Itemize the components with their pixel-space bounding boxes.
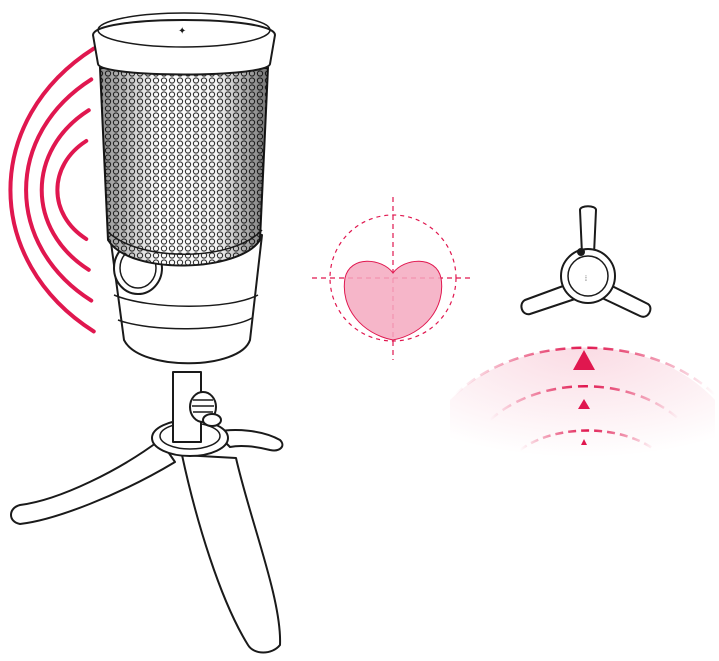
sound-wave-arc bbox=[24, 77, 94, 303]
sound-waves-icon bbox=[8, 46, 96, 334]
tripod-top-view-icon: ⁞ bbox=[520, 205, 652, 318]
tripod-leg-right bbox=[214, 429, 284, 452]
sound-wave-arc bbox=[39, 108, 91, 272]
sound-wave-arc bbox=[8, 46, 96, 334]
brand-logo: ✦ bbox=[178, 26, 186, 37]
usb-microphone-icon: ✦ bbox=[10, 12, 284, 654]
cardioid-shape bbox=[343, 260, 443, 341]
tripod-leg-front bbox=[181, 454, 282, 654]
arrow-small bbox=[581, 439, 587, 445]
arrow-large bbox=[573, 350, 595, 370]
directional-arcs-icon bbox=[450, 346, 716, 470]
svg-text:⁞: ⁞ bbox=[585, 276, 587, 283]
cardioid-pattern-icon bbox=[312, 197, 474, 360]
arrow-medium bbox=[578, 399, 590, 409]
tripod-leg-left bbox=[10, 439, 176, 525]
tilt-knob bbox=[189, 391, 222, 427]
sound-wave-arc bbox=[55, 139, 89, 241]
